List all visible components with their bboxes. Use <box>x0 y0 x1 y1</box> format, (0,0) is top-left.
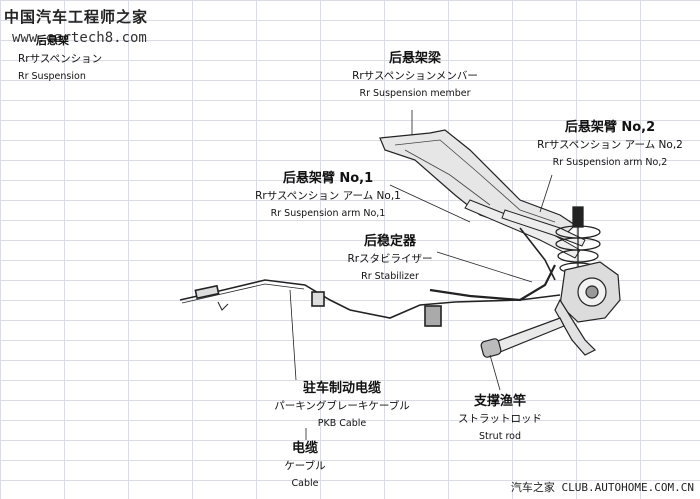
label-pkb-cable: 驻车制动电缆 パーキングブレーキケーブル PKB Cable <box>262 382 422 428</box>
cable-en: Cable <box>291 477 319 489</box>
pkb-ja: パーキングブレーキケーブル <box>274 400 410 412</box>
watermark-title: 中国汽车工程师之家 <box>4 8 149 26</box>
member-en: Rr Suspension member <box>359 87 471 99</box>
stabilizer-zh: 后稳定器 <box>363 234 416 249</box>
pkb-cable-part <box>179 279 561 327</box>
arm1-en: Rr Suspension arm No,1 <box>270 207 386 219</box>
header-label-en: Rr Suspension <box>18 70 86 82</box>
label-suspension-member: 后悬架梁 Rrサスペンションメンバー Rr Suspension member <box>335 52 495 98</box>
member-ja: Rrサスペンションメンバー <box>352 70 478 82</box>
cable-zh: 电缆 <box>291 441 318 456</box>
arm2-ja: Rrサスペンション アーム No,2 <box>537 139 683 151</box>
label-cable: 电缆 ケーブル Cable <box>270 442 340 488</box>
label-arm-no2: 后悬架臂 No,2 Rrサスペンション アーム No,2 Rr Suspensi… <box>530 121 690 167</box>
stabilizer-ja: Rrスタビライザー <box>347 253 433 265</box>
cable-ja: ケーブル <box>284 460 326 472</box>
pkb-zh: 驻车制动电缆 <box>302 381 381 396</box>
hub-knuckle-part <box>554 261 621 356</box>
strut-en: Strut rod <box>479 430 521 442</box>
header-label: Rrサスペンション Rr Suspension <box>18 54 102 81</box>
strut-zh: 支撑渔竿 <box>473 394 526 409</box>
label-stabilizer: 后稳定器 Rrスタビライザー Rr Stabilizer <box>340 235 440 281</box>
footer-watermark: 汽车之家 CLUB.AUTOHOME.COM.CN <box>510 481 694 494</box>
label-strut-rod: 支撑渔竿 ストラットロッド Strut rod <box>450 395 550 441</box>
header-label-ja: Rrサスペンション <box>18 53 103 65</box>
label-arm-no1: 后悬架臂 No,1 Rrサスペンション アーム No,1 Rr Suspensi… <box>248 172 408 218</box>
arm2-en: Rr Suspension arm No,2 <box>552 156 668 168</box>
watermark-url: www.cartech8.com <box>12 30 147 46</box>
stabilizer-part <box>429 264 556 302</box>
arm1-ja: Rrサスペンション アーム No,1 <box>255 190 401 202</box>
section-title: 后悬架 <box>36 34 69 47</box>
strut-ja: ストラットロッド <box>458 413 542 425</box>
leader-lines <box>289 110 553 440</box>
strut-rod-part <box>480 317 565 358</box>
member-zh: 后悬架梁 <box>388 51 441 66</box>
arm1-zh: 后悬架臂 No,1 <box>282 171 374 186</box>
arm2-zh: 后悬架臂 No,2 <box>564 120 656 135</box>
stabilizer-en: Rr Stabilizer <box>361 270 419 282</box>
pkb-en: PKB Cable <box>317 417 367 429</box>
